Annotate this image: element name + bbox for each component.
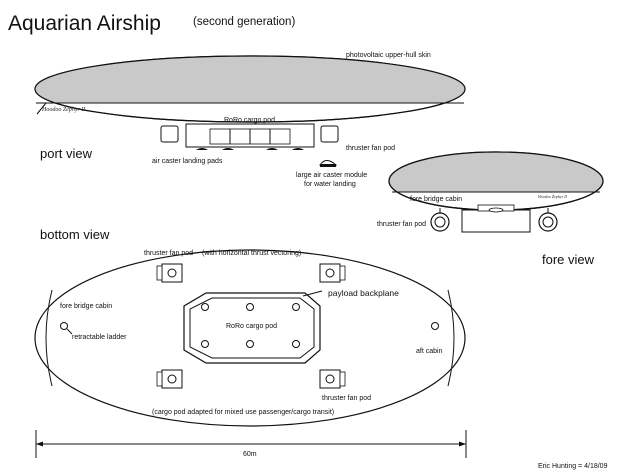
- landing-pad-icon: [266, 148, 278, 150]
- anchor-point: [246, 340, 254, 348]
- credit: Eric Hunting = 4/18/09: [538, 463, 608, 470]
- landing-pad-icon: [292, 148, 304, 150]
- skin-label: photovoltaic upper-hull skin: [346, 52, 431, 59]
- bottom-view: bottom view thruster fan pod (with horiz…: [34, 227, 466, 427]
- anchor-point: [201, 303, 209, 311]
- bottom-view-label: bottom view: [40, 227, 110, 242]
- landing-pad-icon: [196, 148, 208, 150]
- fore-cabin-bottom-label: fore bridge cabin: [60, 303, 112, 310]
- landing-pads-label: air caster landing pads: [152, 158, 223, 165]
- anchor-point: [292, 303, 300, 311]
- port-thruster-aft: [320, 125, 339, 143]
- bottom-cargo-pod-label: RoRo cargo pod: [226, 323, 277, 330]
- port-thruster-fore: [160, 125, 179, 143]
- cargo-note: (cargo pod adapted for mixed use passeng…: [152, 409, 334, 416]
- thruster-top-label: thruster fan pod: [144, 250, 193, 257]
- port-view-label: port view: [40, 146, 93, 161]
- ladder-hatch: [60, 322, 68, 330]
- hull-name-fore: Hoodoo Zephyr II: [537, 194, 568, 199]
- port-thruster-label: thruster fan pod: [346, 145, 395, 152]
- fore-view-label: fore view: [542, 252, 595, 267]
- anchor-point: [246, 303, 254, 311]
- hull-name-port: Hoodoo Zephyr II: [41, 107, 86, 113]
- large-caster-label-2: for water landing: [304, 181, 356, 188]
- scale-bar: 60m: [35, 430, 467, 458]
- bottom-thruster-fore-right: [156, 369, 183, 389]
- thruster-bottom-label: thruster fan pod: [322, 395, 371, 402]
- thrust-note: (with horizontal thrust vectoring): [202, 250, 301, 257]
- fore-view: fore bridge cabin Hoodoo Zephyr II thrus…: [377, 151, 604, 267]
- scale-label: 60m: [243, 451, 257, 458]
- bottom-thruster-aft-right: [319, 369, 346, 389]
- landing-pad-icon: [222, 148, 234, 150]
- bottom-thruster-fore-left: [156, 263, 183, 283]
- page-title: Aquarian Airship: [8, 12, 161, 35]
- aft-hatch: [431, 322, 439, 330]
- payload-backplane: [183, 292, 321, 364]
- page-subtitle: (second generation): [193, 16, 295, 28]
- fore-cabin-label: fore bridge cabin: [410, 196, 462, 203]
- backplane-label: payload backplane: [328, 288, 399, 298]
- fore-cargo-pod: [461, 209, 531, 233]
- anchor-point: [201, 340, 209, 348]
- ladder-label: retractable ladder: [72, 334, 127, 341]
- port-view: Hoodoo Zephyr II photovoltaic upper-hull…: [34, 52, 466, 188]
- fore-photovoltaic-skin: [389, 152, 603, 192]
- aft-cabin-label: aft cabin: [416, 348, 443, 355]
- anchor-point: [292, 340, 300, 348]
- port-cargo-pod-label: RoRo cargo pod: [224, 117, 275, 124]
- fore-thruster-label: thruster fan pod: [377, 221, 426, 228]
- bottom-thruster-aft-left: [319, 263, 346, 283]
- large-caster-label-1: large air caster module: [296, 172, 367, 179]
